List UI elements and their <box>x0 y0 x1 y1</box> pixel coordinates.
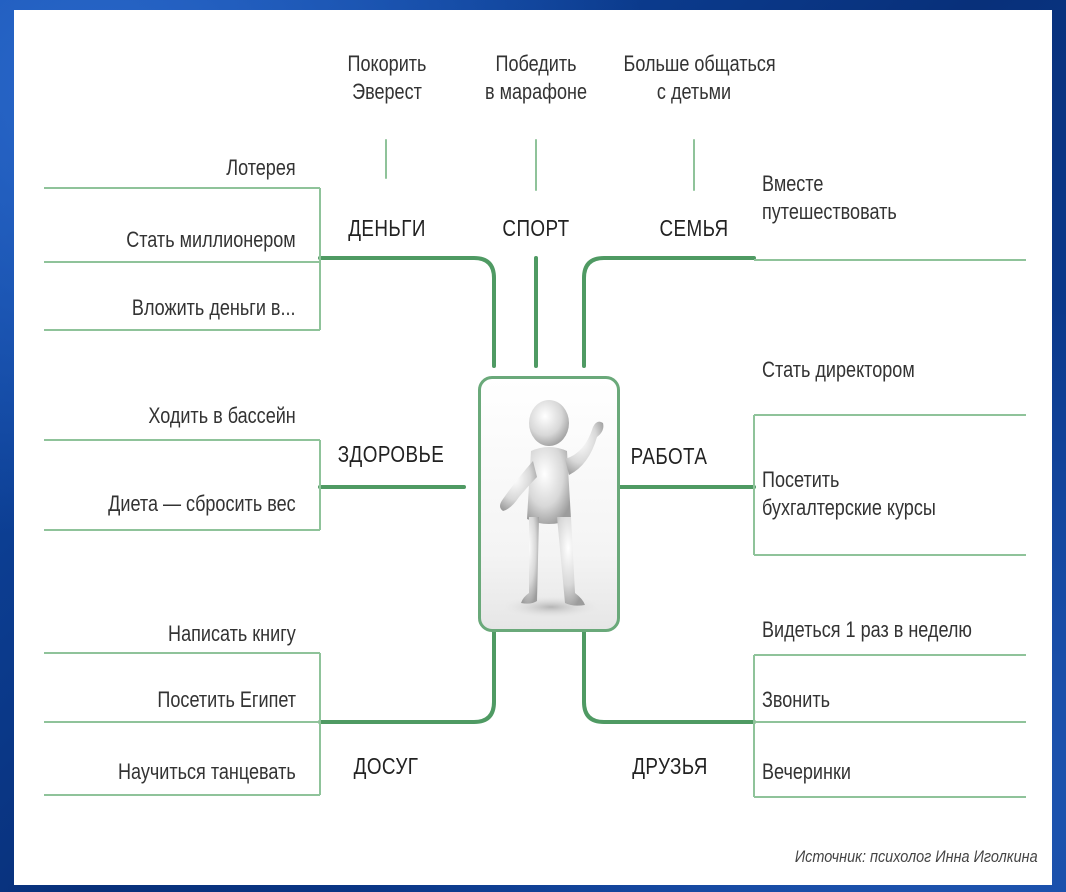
money-item-1: Лотерея <box>226 155 296 180</box>
category-sport: СПОРТ <box>502 215 570 241</box>
friends-item-3: Вечеринки <box>762 759 851 784</box>
category-work: РАБОТА <box>630 443 708 469</box>
branch-money <box>318 256 496 368</box>
center-figure-box <box>478 376 620 632</box>
category-family: СЕМЬЯ <box>659 215 729 241</box>
category-leisure: ДОСУГ <box>353 753 419 779</box>
health-item-2: Диета — сбросить вес <box>108 491 296 516</box>
branch-friends <box>582 620 756 724</box>
connector-lines <box>44 139 1026 798</box>
category-friends: ДРУЗЬЯ <box>632 753 708 779</box>
person-figure-icon <box>499 400 604 619</box>
leisure-item-1: Написать книгу <box>168 621 296 646</box>
money-item-3: Вложить деньги в... <box>132 295 296 320</box>
branch-family <box>582 256 756 368</box>
friends-item-1: Видеться 1 раз в неделю <box>762 617 972 642</box>
friends-item-2: Звонить <box>762 687 831 712</box>
health-item-1: Ходить в бассейн <box>148 403 296 428</box>
money-item-2: Стать миллионером <box>126 227 296 252</box>
work-item-1: Стать директором <box>762 357 915 382</box>
leisure-item-2: Посетить Египет <box>157 687 296 712</box>
source-caption: Источник: психолог Инна Иголкина <box>795 847 1038 866</box>
category-health: ЗДОРОВЬЕ <box>337 441 445 467</box>
branch-leisure <box>318 620 496 724</box>
category-money: ДЕНЬГИ <box>348 215 426 241</box>
leisure-item-3: Научиться танцевать <box>118 759 296 784</box>
